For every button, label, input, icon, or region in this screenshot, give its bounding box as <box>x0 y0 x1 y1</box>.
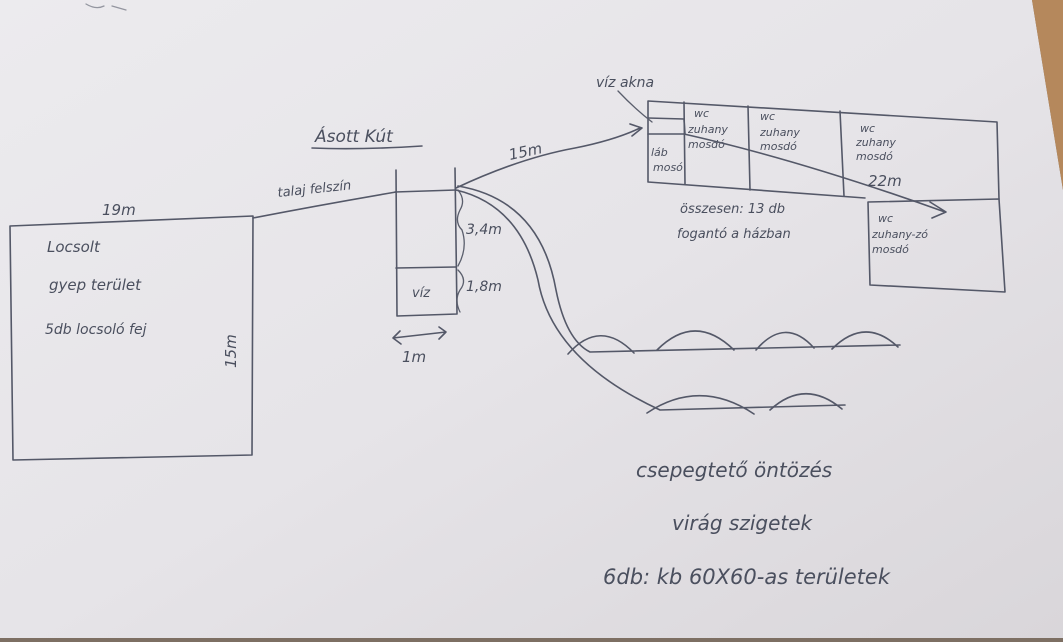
lawn-label-line3: 5db locsoló fej <box>45 322 147 338</box>
room-divider-2 <box>839 110 845 197</box>
top-scribble <box>85 3 127 11</box>
total-taps-line2: fogantó a házban <box>677 227 791 242</box>
drip-label-line3: 6db: kb 60X60-as területek <box>603 565 891 589</box>
second-building: wc zuhany-zó mosdó <box>867 198 1006 293</box>
pipe-lawn-to-well <box>252 191 397 219</box>
room4-line1: wc <box>878 212 893 225</box>
well-title: Ásott Kút <box>314 125 394 147</box>
room-divider-1 <box>747 105 751 191</box>
drip-label-line1: csepegtető öntözés <box>636 458 832 482</box>
drip-pipe-outer <box>455 189 846 411</box>
well-depth-upper: 3,4m <box>466 222 502 238</box>
depth-bracket-water <box>456 269 465 313</box>
well-shaft-outline <box>395 167 458 317</box>
lawn-area: 19m 15m Locsolt gyep terület 5db locsoló… <box>9 201 254 461</box>
lawn-label-line2: gyep terület <box>49 276 142 294</box>
room2-line1: wc <box>760 110 775 123</box>
water-shaft-arrow <box>617 90 653 123</box>
paper-shadow-edge <box>1032 0 1063 190</box>
drip-pipe-inner <box>457 185 901 353</box>
water-shaft-label: víz akna <box>596 75 654 91</box>
lawn-right-dimension: 15m <box>222 334 240 368</box>
total-taps-line1: összesen: 13 db <box>680 202 785 217</box>
well-water-label: víz <box>412 286 431 301</box>
room3-line1: wc <box>860 122 875 135</box>
well-width-arrow <box>392 326 447 345</box>
room3-line3: mosdó <box>856 150 893 163</box>
building: víz akna láb mosó wc zuhany mosdó wc zuh… <box>596 75 1000 200</box>
foot-wash-box <box>683 101 686 185</box>
room2-line2: zuhany <box>759 126 800 139</box>
lawn-label-line1: Locsolt <box>47 238 101 256</box>
pipe-22m <box>683 133 947 219</box>
room4-line3: mosdó <box>872 243 909 256</box>
water-level-line <box>395 266 457 269</box>
foot-wash-line2: mosó <box>653 161 683 174</box>
flower-island <box>769 392 843 411</box>
building-outline <box>647 100 1000 200</box>
lawn-boundary <box>9 215 254 461</box>
flower-island <box>646 394 755 415</box>
well-depth-water: 1,8m <box>466 279 502 295</box>
flower-island <box>755 331 815 351</box>
pipe-well-to-shaft <box>455 123 643 189</box>
lawn-top-dimension: 19m <box>102 201 136 219</box>
flower-island <box>656 330 735 351</box>
room2-line3: mosdó <box>760 140 797 153</box>
well-title-underline <box>311 145 423 150</box>
well-width-label: 1m <box>402 348 426 366</box>
drip-label-line2: virág szigetek <box>672 511 814 535</box>
dug-well: Ásott Kút víz 3,4m 1,8m 1m <box>311 125 502 366</box>
depth-bracket-upper <box>456 189 465 267</box>
room4-line2: zuhany-zó <box>871 228 928 241</box>
room1-line1: wc <box>694 107 709 120</box>
ground-level-line <box>394 189 457 193</box>
second-building-outline <box>867 198 1006 293</box>
flower-island <box>831 331 899 350</box>
room1-line2: zuhany <box>687 123 728 136</box>
drip-irrigation: csepegtető öntözés virág szigetek 6db: k… <box>455 185 901 589</box>
room3-line2: zuhany <box>855 136 896 149</box>
foot-wash-line1: láb <box>651 146 668 159</box>
flower-island <box>567 334 635 355</box>
pipe-22m-label: 22m <box>868 172 902 190</box>
